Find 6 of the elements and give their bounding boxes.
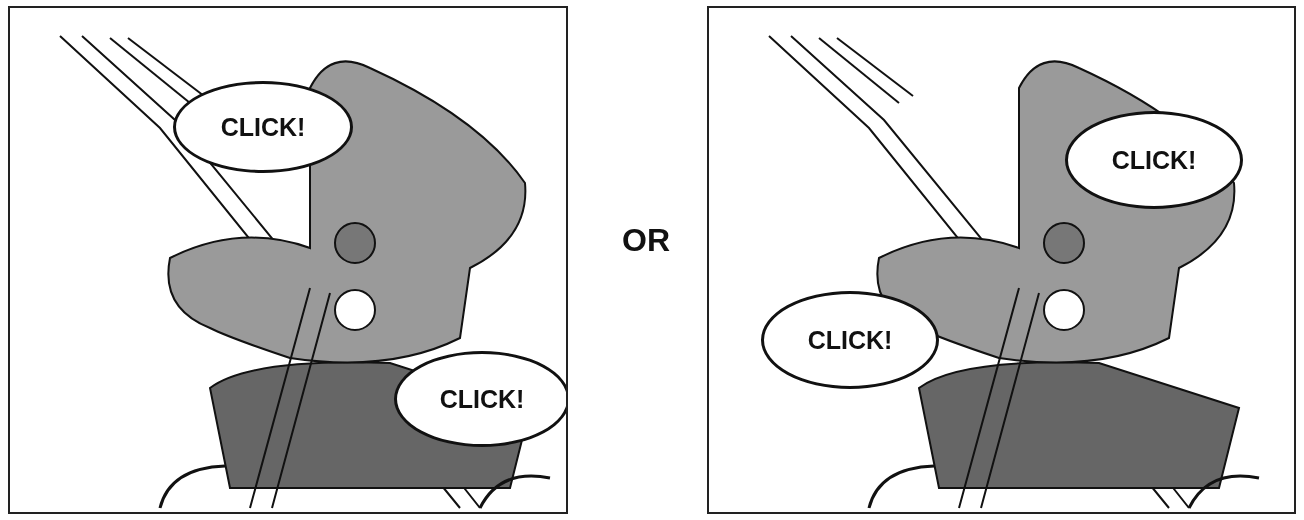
callout-oval: CLICK! [394, 351, 566, 447]
callout-oval: CLICK! [761, 291, 939, 389]
illustration-panel [707, 6, 1296, 514]
illustration-panel [8, 6, 568, 514]
callout-oval: CLICK! [173, 81, 353, 173]
connector-word: OR [622, 222, 670, 259]
